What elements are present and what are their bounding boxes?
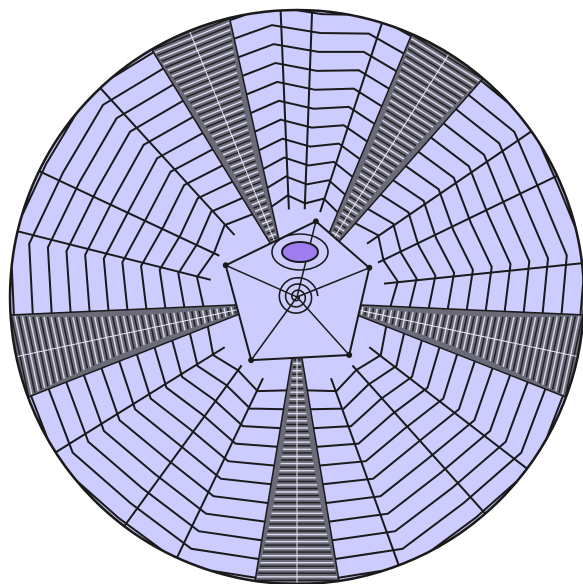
junction-marker [223, 262, 229, 268]
center-oval [282, 242, 318, 262]
junction-marker [366, 265, 372, 271]
junction-marker [313, 218, 319, 224]
junction-marker [346, 352, 352, 358]
junction-marker [248, 357, 254, 363]
